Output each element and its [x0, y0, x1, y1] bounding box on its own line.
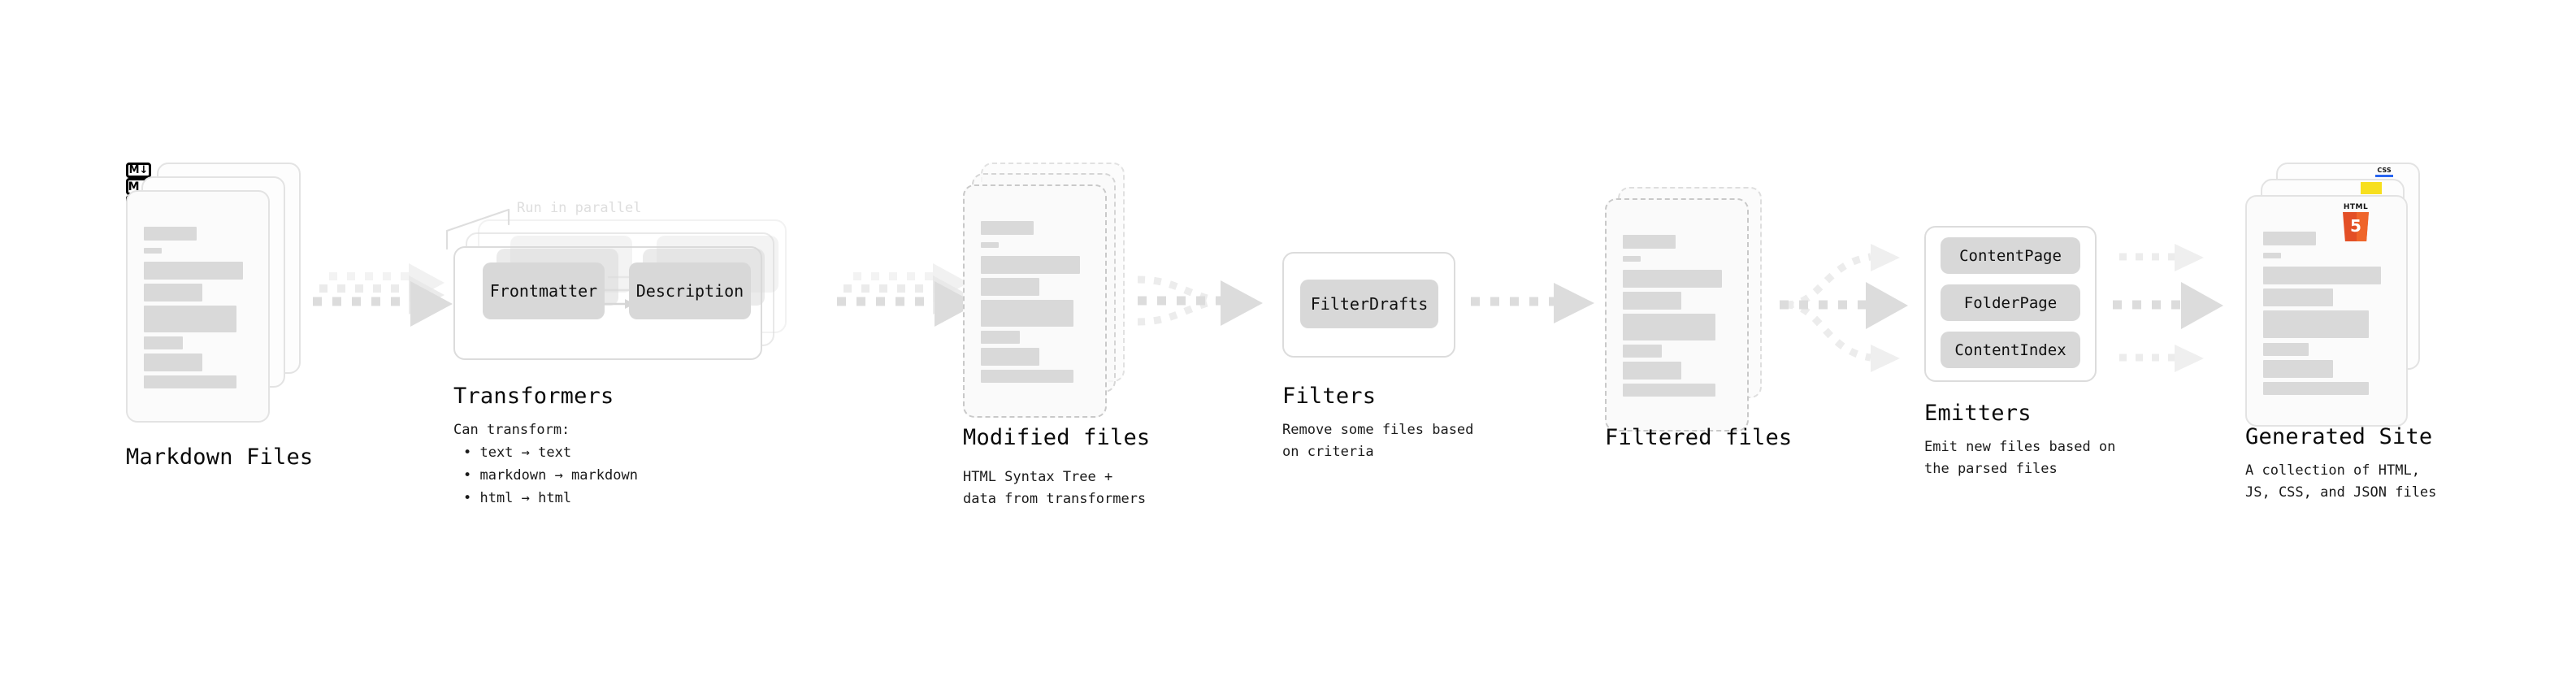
html5-icon: HTML 5 [2343, 203, 2369, 241]
transformers-bullet-text-to-text: • text → text [463, 445, 572, 461]
arrow-filtered-files-to-emitters [1780, 244, 1908, 372]
css3-icon: CSS [2375, 167, 2393, 177]
modified-card-front [963, 184, 1107, 418]
modified-files-caption-line-1: HTML Syntax Tree + [963, 469, 1113, 485]
modified-files-title: Modified files [963, 425, 1151, 450]
modified-files-caption-line-2: data from transformers [963, 491, 1147, 507]
emitter-folderpage[interactable]: FolderPage [1941, 284, 2080, 321]
filters-caption-line-1: Remove some files based [1282, 422, 1474, 438]
filters-title: Filters [1282, 384, 1377, 409]
html5-icon-wordmark: HTML [2343, 203, 2369, 211]
generated-card-front [2245, 195, 2408, 427]
generated-site-stack: CSS HTML 5 [2245, 163, 2428, 427]
arrow-modified-files-to-filters [1137, 275, 1263, 326]
html5-icon-number: 5 [2350, 216, 2361, 236]
filtered-card-placeholder-lines [1607, 200, 1747, 430]
markdown-files-title: Markdown Files [126, 445, 314, 470]
emitters-title: Emitters [1924, 401, 2032, 426]
arrow-filters-to-filtered-files [1471, 283, 1594, 323]
filters-caption-line-2: on criteria [1282, 444, 1374, 460]
emitters-caption-line-1: Emit new files based on [1924, 439, 2116, 455]
transformers-bullet-html-to-html: • html → html [463, 490, 572, 506]
transformers-caption: Can transform: [453, 422, 570, 438]
filter-filterdrafts[interactable]: FilterDrafts [1300, 280, 1438, 328]
generated-site-caption-line-1: A collection of HTML, [2245, 462, 2420, 479]
generated-card-placeholder-lines [2247, 197, 2406, 425]
transformer-description[interactable]: Description [629, 262, 751, 319]
markdown-card-front [126, 190, 270, 423]
generated-site-title: Generated Site [2245, 424, 2433, 449]
transformer-frontmatter[interactable]: Frontmatter [483, 262, 605, 319]
filtered-card-front [1605, 198, 1749, 432]
modified-card-placeholder-lines [965, 186, 1105, 416]
css3-icon-label: CSS [2377, 167, 2392, 174]
javascript-icon [2361, 182, 2382, 194]
emitters-caption-line-2: the parsed files [1924, 461, 2058, 477]
filtered-files-title: Filtered files [1605, 425, 1793, 450]
markdown-badge-back-2: M↓ [126, 163, 151, 178]
emitter-contentpage[interactable]: ContentPage [1941, 237, 2080, 274]
modified-files-stack [963, 163, 1138, 431]
markdown-card-placeholder-lines [128, 192, 268, 421]
run-in-parallel-bracket [445, 208, 510, 250]
html5-icon-shield: 5 [2343, 212, 2369, 241]
emitter-contentindex[interactable]: ContentIndex [1941, 332, 2080, 368]
transformers-bullet-markdown-to-markdown: • markdown → markdown [463, 467, 638, 484]
arrow-transformers-to-modified-files [837, 263, 977, 327]
transformers-title: Transformers [453, 384, 614, 409]
arrow-markdown-to-transformers [313, 263, 453, 327]
run-in-parallel-label: Run in parallel [517, 200, 642, 216]
arrow-emitters-to-generated-site [2113, 244, 2223, 372]
generated-site-caption-line-2: JS, CSS, and JSON files [2245, 484, 2437, 501]
markdown-files-stack: M↓ M↓ M↓ [126, 163, 301, 423]
filtered-files-stack [1605, 187, 1780, 432]
css3-icon-underline [2375, 175, 2393, 177]
